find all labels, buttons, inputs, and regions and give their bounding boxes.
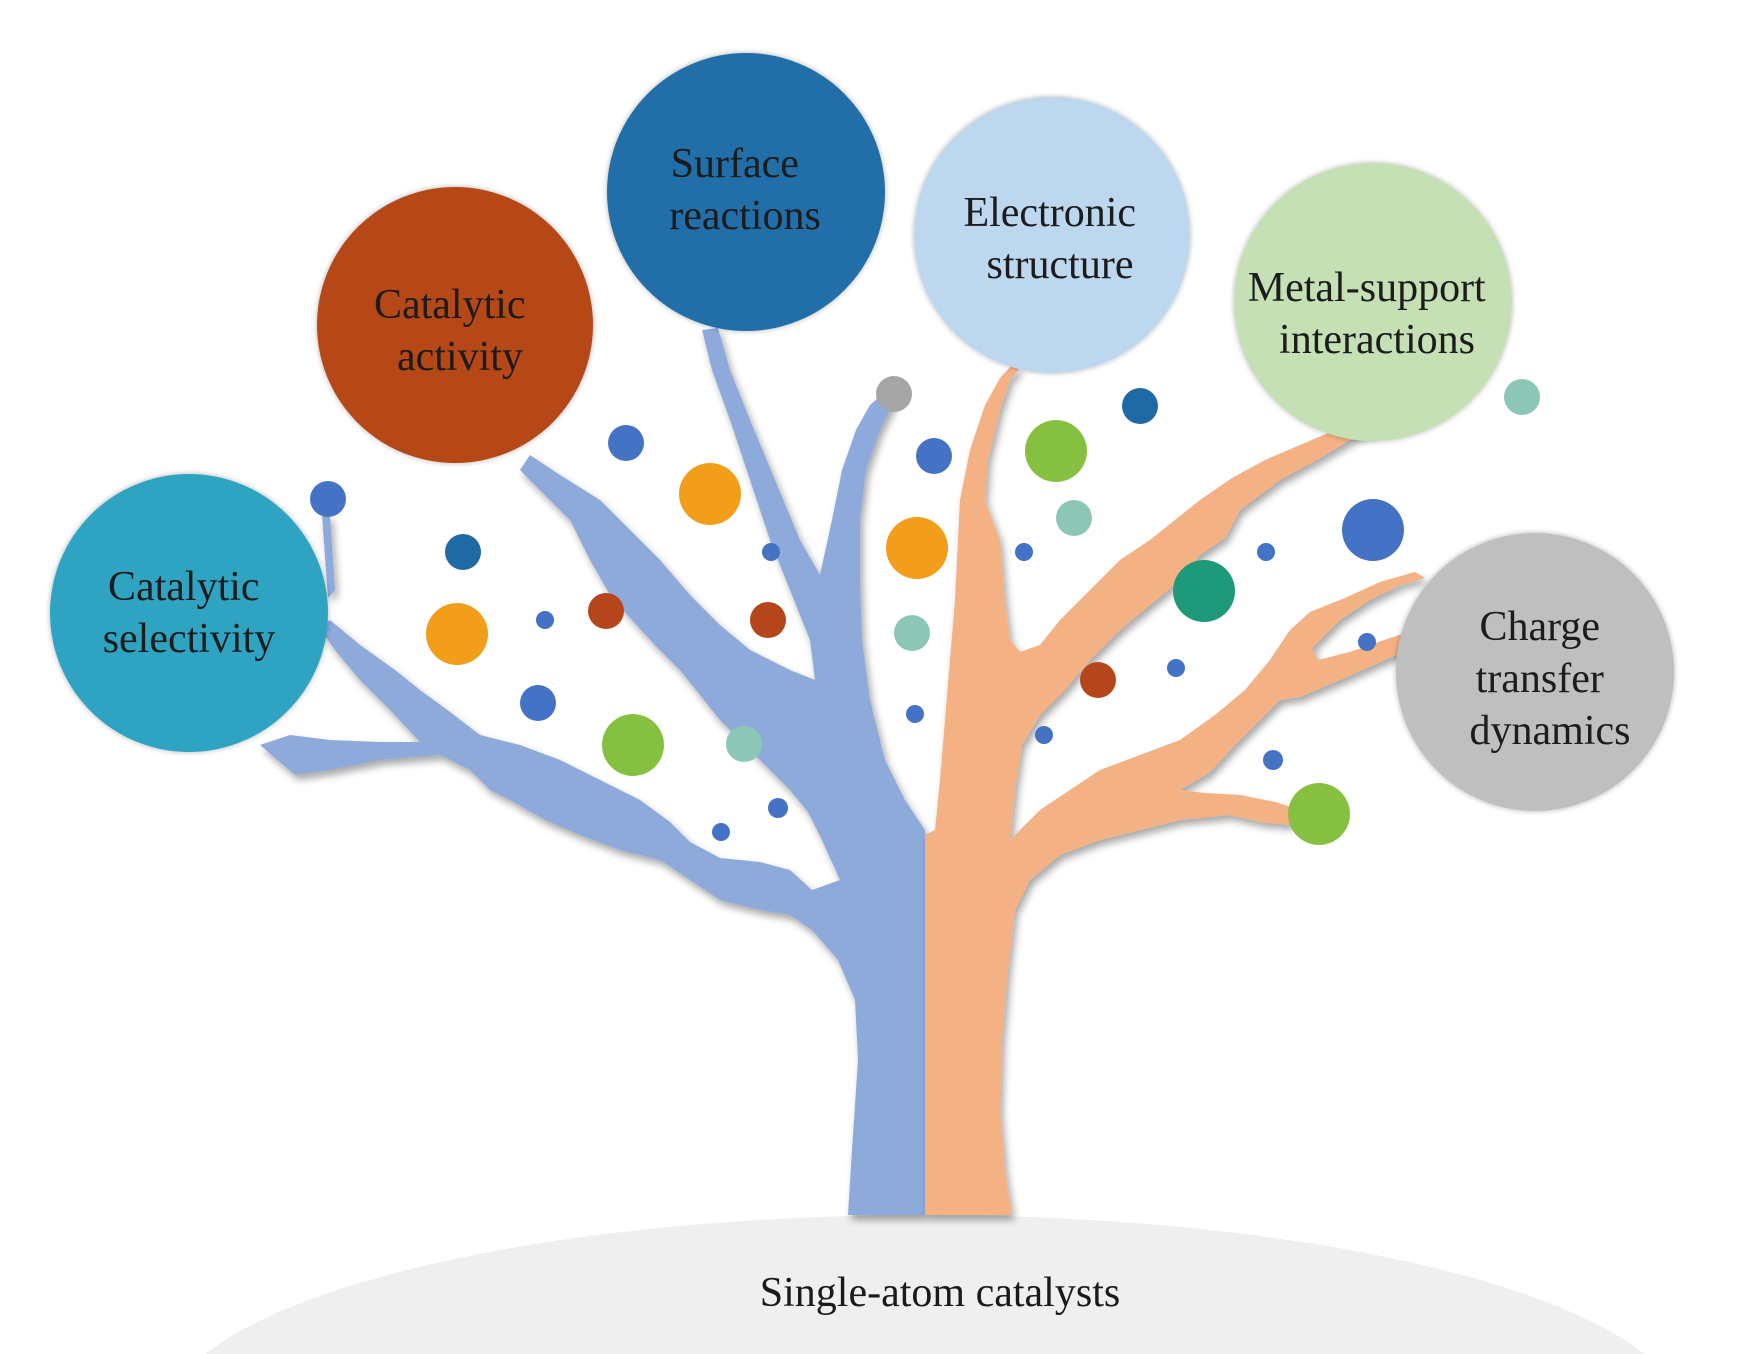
decorative-dot-green xyxy=(602,714,664,776)
decorative-dot-green xyxy=(1025,420,1087,482)
decorative-dot-blue xyxy=(1015,543,1033,561)
decorative-dot-orange xyxy=(679,463,741,525)
decorative-dot-blue xyxy=(1035,726,1053,744)
decorative-dot-rust xyxy=(750,602,786,638)
root-title: Single-atom catalysts xyxy=(760,1270,1120,1316)
decorative-dot-blue xyxy=(608,425,644,461)
dots-layer xyxy=(310,376,1540,845)
decorative-dot-blue xyxy=(536,611,554,629)
topic-label: Electronic structure xyxy=(963,190,1146,288)
topic-electronic-structure[interactable]: Electronic structure xyxy=(914,97,1190,373)
decorative-dot-green xyxy=(1288,783,1350,845)
ground-ellipse xyxy=(205,1215,1645,1354)
tree-left-half xyxy=(260,328,925,1215)
decorative-dot-dark-blue xyxy=(1122,388,1158,424)
decorative-dot-blue xyxy=(520,685,556,721)
topic-label-line: activity xyxy=(397,334,523,380)
decorative-dot-teal-light xyxy=(894,615,930,651)
decorative-dot-blue xyxy=(916,438,952,474)
topic-label: Surface reactions xyxy=(669,141,821,239)
decorative-dot-teal-light xyxy=(1056,500,1092,536)
decorative-dot-teal-light xyxy=(726,726,762,762)
topic-catalytic-activity[interactable]: Catalytic activity xyxy=(317,187,593,463)
decorative-dot-orange xyxy=(886,517,948,579)
topic-metal-support-interactions[interactable]: Metal-support interactions xyxy=(1234,163,1512,441)
topic-label: Catalytic selectivity xyxy=(103,564,276,662)
trunk-right xyxy=(925,365,1425,1215)
topic-label-line: Catalytic xyxy=(108,564,260,610)
decorative-dot-rust xyxy=(588,593,624,629)
topic-surface-reactions[interactable]: Surface reactions xyxy=(607,53,885,331)
topic-label-line: selectivity xyxy=(103,616,276,662)
topic-label: Charge transfer dynamics xyxy=(1470,604,1631,754)
decorative-dot-blue xyxy=(1257,543,1275,561)
topic-label-line: Catalytic xyxy=(374,282,526,328)
topic-circle xyxy=(607,53,885,331)
decorative-dot-dark-blue xyxy=(445,534,481,570)
topic-label-line: Electronic xyxy=(963,190,1136,236)
topic-label-line: structure xyxy=(987,242,1134,288)
topic-label-line: Metal-support xyxy=(1248,265,1486,311)
topic-charge-transfer-dynamics[interactable]: Charge transfer dynamics xyxy=(1396,533,1674,811)
decorative-dot-blue xyxy=(1358,633,1376,651)
decorative-dot-blue xyxy=(906,705,924,723)
topic-circle xyxy=(50,474,328,752)
topics-layer: Catalytic selectivity Catalytic activity… xyxy=(50,53,1674,811)
topic-label-line: transfer xyxy=(1476,656,1604,702)
topic-label: Catalytic activity xyxy=(374,282,536,380)
topic-circle xyxy=(1234,163,1512,441)
topic-circle xyxy=(317,187,593,463)
topic-label-line: Surface xyxy=(671,141,799,187)
decorative-dot-teal-dark xyxy=(1173,560,1235,622)
topic-label-line: Charge xyxy=(1479,604,1600,650)
decorative-dot-teal-light xyxy=(1504,379,1540,415)
topic-label-line: dynamics xyxy=(1470,708,1631,754)
decorative-dot-gray xyxy=(876,376,912,412)
trunk-left xyxy=(260,328,925,1215)
topic-label: Metal-support interactions xyxy=(1248,265,1496,363)
decorative-dot-blue xyxy=(1342,499,1404,561)
decorative-dot-blue xyxy=(1263,750,1283,770)
branch-left-stem-dot xyxy=(322,515,335,598)
topic-label-line: interactions xyxy=(1279,317,1475,363)
decorative-dot-blue xyxy=(310,481,346,517)
decorative-dot-orange xyxy=(426,603,488,665)
topic-circle xyxy=(1396,533,1674,811)
decorative-dot-blue xyxy=(712,823,730,841)
topic-circle xyxy=(914,97,1190,373)
decorative-dot-rust xyxy=(1080,662,1116,698)
tree-right-half xyxy=(925,365,1425,1215)
topic-catalytic-selectivity[interactable]: Catalytic selectivity xyxy=(50,474,328,752)
decorative-dot-blue xyxy=(768,798,788,818)
topic-label-line: reactions xyxy=(669,193,821,239)
decorative-dot-blue xyxy=(1167,659,1185,677)
decorative-dot-blue xyxy=(762,543,780,561)
